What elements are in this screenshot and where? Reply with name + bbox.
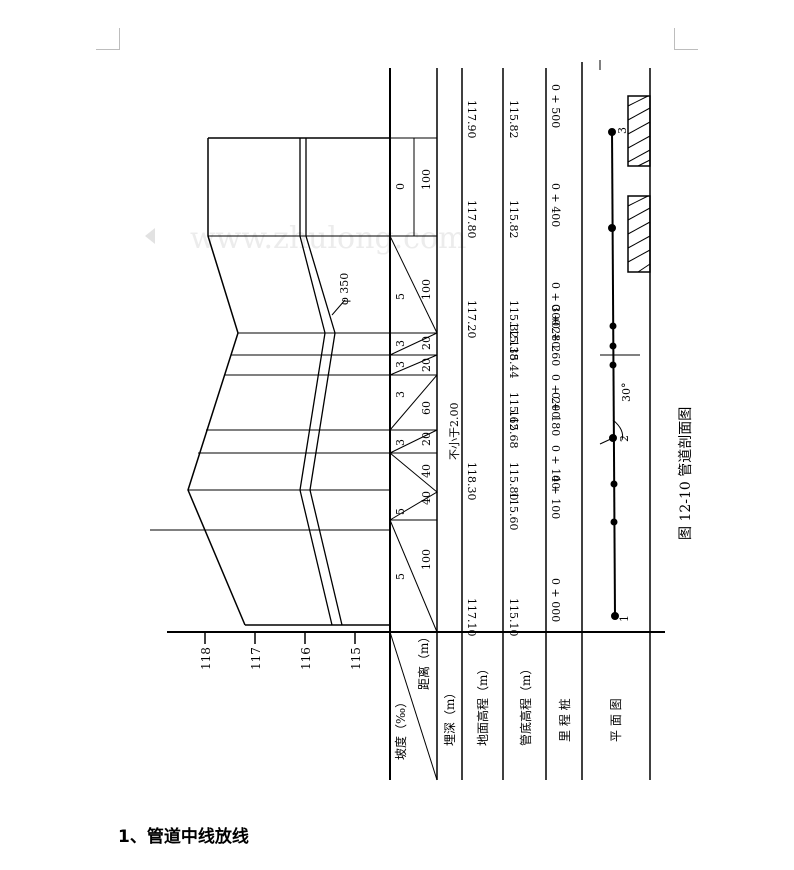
invert-elevation-value: 115.68 (507, 410, 520, 449)
pipe-bottom-line (305, 138, 343, 626)
manhole-marker (611, 612, 619, 620)
manhole-marker (609, 342, 617, 350)
chainage-value: 0 + 000 (549, 578, 562, 622)
manhole-marker (608, 128, 616, 136)
table-grid (167, 60, 665, 781)
slope-value: 3 (394, 391, 407, 398)
invert-elevation-value: 115.80 (507, 462, 520, 501)
watermark-text: www.zhulong.com (190, 221, 467, 256)
row-label-invert: 管底高程（m） (518, 663, 533, 746)
crop-mark-top-right-v (674, 28, 675, 50)
slope-value: 3 (394, 340, 407, 347)
chainage-value: 0 + 180 (549, 392, 562, 436)
invert-elevation-value: 115.82 (507, 100, 520, 139)
slope-value: 3 (394, 439, 407, 446)
figure-caption: 图 12-10 管道剖面图 (678, 407, 694, 540)
row-label-chainage: 里 程 桩 (557, 698, 572, 742)
chainage-value: 0 + 400 (549, 183, 562, 227)
distance-value: 60 (420, 401, 433, 415)
invert-elevation-value: 115.82 (507, 200, 520, 239)
distance-value: 20 (420, 432, 433, 446)
distance-value: 20 (420, 358, 433, 372)
y-tick-label: 115 (349, 647, 363, 670)
manhole-marker (608, 224, 616, 232)
elevation-axis (167, 631, 390, 644)
row-label-depth: 埋深（m） (443, 687, 457, 746)
ground-elevation-value: 117.80 (465, 200, 478, 239)
manhole-marker (610, 518, 618, 526)
chainage-value: 0 + 200 (549, 374, 562, 418)
manhole-marker (609, 361, 617, 369)
slope-value: 3 (394, 361, 407, 368)
distance-value: 100 (420, 169, 433, 190)
row-label-slope: 坡度（‰） (393, 696, 408, 760)
distance-value: 100 (420, 279, 433, 300)
depth-note: 不小于2.00 (448, 403, 461, 461)
profile-lines (150, 137, 390, 626)
watermark-arrow-icon (145, 228, 155, 244)
crop-mark-top-right-h (674, 49, 698, 50)
plan-view (599, 95, 651, 620)
invert-elevation-value: 115.44 (507, 340, 520, 379)
manhole-marker (610, 480, 618, 488)
ground-elevation-value: 117.90 (465, 100, 478, 139)
row-label-ground: 地面高程（m） (475, 663, 490, 746)
y-tick-label: 116 (299, 647, 313, 670)
ground-elevation-value: 118.30 (465, 462, 478, 501)
y-tick-label: 118 (199, 647, 213, 670)
pipe-diameter-label: φ 350 (338, 273, 351, 305)
ground-elevation-value: 117.20 (465, 300, 478, 339)
manhole-marker (609, 322, 617, 330)
distance-value: 100 (420, 549, 433, 570)
manhole-number: 2 (618, 435, 631, 442)
chainage-value: 0 + 260 (549, 322, 562, 366)
distance-value: 40 (420, 491, 433, 505)
invert-elevation-value: 115.32 (507, 300, 520, 339)
manhole-number: 1 (618, 615, 631, 622)
chainage-value: 0 + 140 (549, 445, 562, 489)
slope-value: 5 (394, 293, 407, 300)
pipe-profile-figure: www.zhulong.com (145, 60, 694, 781)
crop-mark-top-left-h (96, 49, 120, 50)
distance-value: 20 (420, 336, 433, 350)
chainage-value: 0 + 280 (549, 304, 562, 348)
manhole-number: 3 (616, 127, 629, 134)
crop-mark-top-left-v (119, 28, 120, 50)
invert-elevation-value: 115.10 (507, 598, 520, 637)
row-label-plan: 平 面 图 (609, 698, 623, 742)
ground-line (187, 138, 246, 626)
slope-value: 5 (394, 508, 407, 515)
deflection-angle-label: 30° (620, 383, 633, 403)
invert-elevation-value: 115.38 (507, 322, 520, 361)
y-tick-label: 117 (249, 647, 263, 670)
row-label-distance: 距离（m） (416, 631, 431, 690)
chainage-value: 0 + 300 (549, 282, 562, 326)
section-heading: 1、管道中线放线 (118, 827, 249, 847)
invert-elevation-value: 115.62 (507, 392, 520, 431)
slope-value: 5 (394, 573, 407, 580)
distance-value: 40 (420, 464, 433, 478)
ground-elevation-value: 117.10 (465, 598, 478, 637)
chainage-value: 0 + 100 (549, 475, 562, 519)
invert-elevation-value: 115.60 (507, 492, 520, 531)
chainage-value: 0 + 500 (549, 84, 562, 128)
slope-value: 0 (394, 183, 407, 190)
